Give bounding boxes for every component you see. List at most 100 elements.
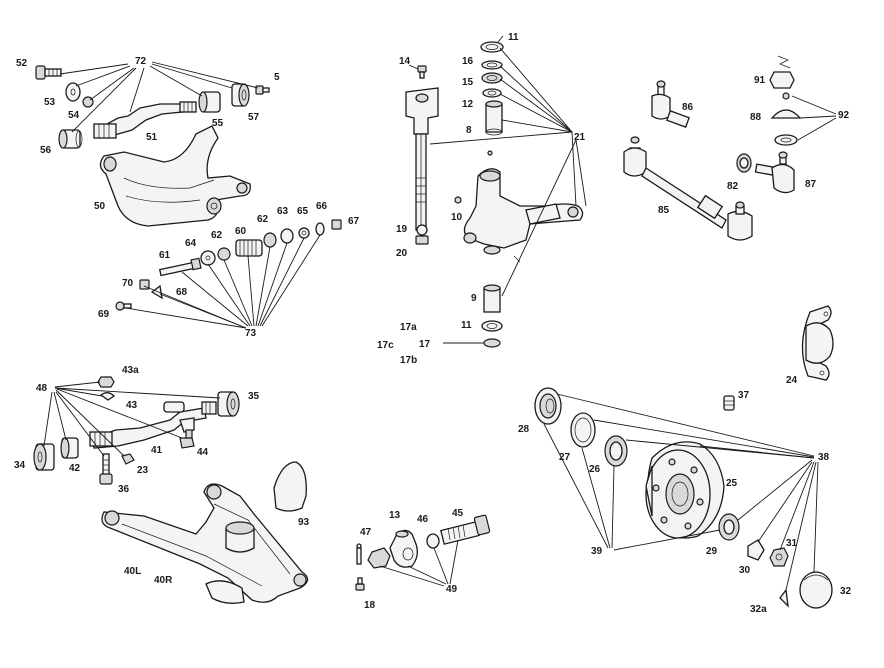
label-85: 85 bbox=[658, 205, 670, 216]
label-67: 67 bbox=[348, 216, 360, 227]
label-50: 50 bbox=[94, 201, 106, 212]
label-9: 9 bbox=[471, 293, 477, 304]
label-32a: 32a bbox=[750, 604, 767, 615]
pin-19 bbox=[416, 224, 428, 236]
label-66: 66 bbox=[316, 201, 328, 212]
lower-arm-shaft-group: 48 43a 43 35 34 42 41 44 23 36 bbox=[14, 365, 260, 495]
label-43a: 43a bbox=[122, 365, 139, 376]
label-86: 86 bbox=[682, 102, 694, 113]
label-65: 65 bbox=[297, 206, 309, 217]
label-8: 8 bbox=[466, 125, 472, 136]
lower-control-arm-group: 93 40L 40R bbox=[101, 461, 310, 604]
washer-64 bbox=[200, 250, 216, 266]
nut-43a bbox=[97, 376, 115, 388]
label-73: 73 bbox=[245, 328, 257, 339]
bushing-82 bbox=[736, 153, 752, 173]
label-20: 20 bbox=[396, 248, 408, 259]
label-16: 16 bbox=[462, 56, 474, 67]
washer-17 bbox=[483, 338, 501, 348]
label-88: 88 bbox=[750, 112, 762, 123]
bolt-45 bbox=[440, 514, 491, 545]
label-49: 49 bbox=[446, 584, 458, 595]
bearing-29 bbox=[718, 513, 740, 541]
label-38: 38 bbox=[818, 452, 830, 463]
label-69: 69 bbox=[98, 309, 110, 320]
washer-16 bbox=[481, 60, 503, 70]
label-41: 41 bbox=[151, 445, 163, 456]
washer-66 bbox=[315, 222, 325, 236]
grease-nipple-14 bbox=[417, 65, 427, 79]
label-17b: 17b bbox=[400, 355, 417, 366]
clip-68 bbox=[150, 284, 163, 300]
label-44: 44 bbox=[197, 447, 209, 458]
upper-arm-group: 52 72 5 53 54 56 51 55 57 50 bbox=[16, 56, 280, 227]
bearing-26 bbox=[604, 435, 628, 467]
clamp-24: 24 bbox=[786, 305, 834, 386]
bushing-57 bbox=[231, 83, 250, 107]
grease-nipple-18 bbox=[355, 577, 365, 591]
nut-49 bbox=[367, 547, 391, 569]
label-32: 32 bbox=[840, 586, 852, 597]
label-45: 45 bbox=[452, 508, 464, 519]
washer-92 bbox=[782, 92, 790, 100]
label-61: 61 bbox=[159, 250, 171, 261]
label-17c: 17c bbox=[377, 340, 394, 351]
nut-44 bbox=[179, 437, 195, 449]
bump-stop-93 bbox=[273, 461, 307, 512]
nut-67 bbox=[331, 219, 342, 230]
label-53: 53 bbox=[44, 97, 56, 108]
label-62b: 62 bbox=[211, 230, 223, 241]
kingpin-shaft bbox=[405, 87, 439, 231]
label-39: 39 bbox=[591, 546, 603, 557]
label-47: 47 bbox=[360, 527, 372, 538]
label-56: 56 bbox=[40, 145, 52, 156]
washer-65 bbox=[298, 227, 310, 239]
label-62a: 62 bbox=[257, 214, 269, 225]
label-40R: 40R bbox=[154, 575, 173, 586]
label-40L: 40L bbox=[124, 566, 141, 577]
label-60: 60 bbox=[235, 226, 247, 237]
label-37: 37 bbox=[738, 390, 750, 401]
label-26: 26 bbox=[589, 464, 601, 475]
housing-13 bbox=[389, 529, 418, 568]
label-5: 5 bbox=[274, 72, 280, 83]
label-19: 19 bbox=[396, 224, 408, 235]
clip-32a bbox=[779, 588, 789, 608]
label-68: 68 bbox=[176, 287, 188, 298]
tie-rod-end-86 bbox=[651, 80, 690, 128]
nut-23 bbox=[121, 453, 135, 465]
label-72: 72 bbox=[135, 56, 147, 67]
tie-rod-group: 86 91 92 88 82 87 85 bbox=[623, 55, 850, 241]
label-55: 55 bbox=[212, 118, 224, 129]
cap-32 bbox=[799, 571, 833, 609]
label-57: 57 bbox=[248, 112, 260, 123]
label-54: 54 bbox=[68, 110, 80, 121]
label-35: 35 bbox=[248, 391, 260, 402]
bolt-61 bbox=[158, 257, 202, 277]
label-82: 82 bbox=[727, 181, 739, 192]
label-63: 63 bbox=[277, 206, 289, 217]
bushing-42 bbox=[60, 437, 79, 459]
label-21: 21 bbox=[574, 132, 586, 143]
label-29: 29 bbox=[706, 546, 718, 557]
label-15: 15 bbox=[462, 77, 474, 88]
label-11a: 11 bbox=[508, 32, 519, 43]
washer-30 bbox=[747, 539, 765, 561]
bolt-36 bbox=[99, 453, 113, 485]
nut-20 bbox=[415, 235, 429, 245]
link-bolt-kit-group: 62 63 65 66 67 64 62 60 61 70 68 69 73 bbox=[98, 201, 360, 339]
bolt-52 bbox=[35, 65, 62, 80]
label-42: 42 bbox=[69, 463, 81, 474]
ring-12 bbox=[482, 88, 502, 98]
label-14: 14 bbox=[399, 56, 411, 67]
cotter-pin-47 bbox=[356, 543, 362, 565]
spacer-spring-60 bbox=[235, 239, 263, 257]
bushing-55 bbox=[198, 91, 221, 113]
steering-knuckle bbox=[454, 168, 584, 263]
lower-control-arm-40 bbox=[101, 483, 309, 604]
label-31: 31 bbox=[786, 538, 798, 549]
label-51: 51 bbox=[146, 132, 158, 143]
label-34: 34 bbox=[14, 460, 26, 471]
washer-43 bbox=[99, 392, 116, 401]
boot-88 bbox=[770, 109, 802, 119]
